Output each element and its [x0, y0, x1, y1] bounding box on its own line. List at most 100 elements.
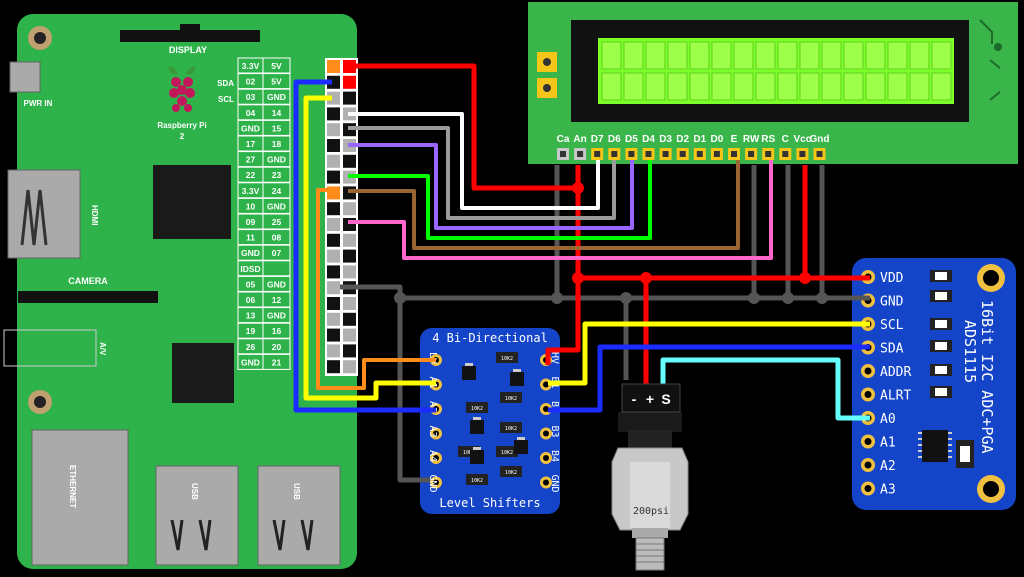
gpio-header-body — [325, 58, 358, 376]
gpio-pin-label: 09 — [246, 217, 256, 227]
ls-resistor — [466, 474, 488, 485]
lcd-char-cell — [667, 72, 688, 101]
adc-pin-label: ALRT — [880, 389, 911, 404]
lcd-pin-label: RS — [761, 134, 775, 145]
gpio-pin-label: 11 — [246, 233, 255, 243]
gpio-pin-label: 04 — [246, 108, 256, 118]
gpio-pin-label: 14 — [272, 108, 282, 118]
ls-mosfet — [462, 366, 476, 380]
lcd-char-cell — [843, 72, 864, 101]
gpio-pin-label: 5V — [271, 61, 282, 71]
gpio-pin — [327, 281, 340, 295]
wire-e — [348, 160, 740, 250]
lcd-char-cell — [777, 72, 798, 101]
lcd-char-cell — [909, 72, 930, 101]
gpio-pin-label: 3.3V — [242, 61, 260, 71]
ls-right-pin-label: GND — [549, 475, 560, 493]
camera-connector — [18, 291, 158, 303]
gpio-pin-label: 05 — [246, 279, 256, 289]
lcd-char-cell — [623, 41, 644, 70]
gpio-pin-label: GND — [267, 155, 286, 165]
lcd-char-cell — [601, 41, 622, 70]
gpio-cell — [262, 322, 291, 339]
gpio-cell — [262, 213, 291, 230]
lcd-char-cell — [755, 41, 776, 70]
lcd-char-cell — [865, 41, 886, 70]
pressure-sensor: 200psi — [611, 412, 689, 571]
sensor-thread — [635, 537, 665, 571]
gpio-pin — [343, 312, 356, 326]
adc-pcb — [852, 258, 1016, 510]
gpio-pin — [343, 202, 356, 216]
adc-chip — [922, 430, 948, 462]
lcd-char-cell — [887, 41, 908, 70]
gpio-pin — [343, 249, 356, 263]
lcd-char-cell — [821, 41, 842, 70]
lcd-char-cell — [887, 72, 908, 101]
raspberry-pi-board: DISPLAY PWR IN Raspberry Pi 2 SDA SCL HD… — [3, 14, 358, 569]
ls-right-pin-label: B2 — [549, 401, 560, 413]
cpu-chip — [153, 165, 231, 239]
gpio-pin — [327, 107, 340, 121]
lcd-char-cell — [623, 72, 644, 101]
gpio-pin-label: 07 — [272, 248, 282, 258]
wire-d5 — [348, 143, 634, 230]
lcd-char-cell — [733, 72, 754, 101]
gpio-pin-label: GND — [267, 92, 286, 102]
gpio-pin — [327, 344, 340, 358]
lcd-char-cell — [843, 41, 864, 70]
gpio-cell — [262, 275, 291, 292]
sensor-terminal-block: - + S — [621, 383, 681, 413]
ls-right-pin-label: B4 — [549, 450, 560, 462]
gpio-pin — [327, 75, 340, 89]
ads1115-board: 16Bit I2C ADC+PGA ADS1115 VDDGNDSCLSDAAD… — [852, 258, 1016, 510]
wire-a0 — [660, 357, 870, 421]
gpio-pin — [343, 154, 356, 168]
gpio-pin-label: 20 — [272, 342, 282, 352]
gpio-pin — [343, 218, 356, 231]
lcd-pin-label: Ca — [557, 134, 570, 145]
lcd-pin-label: D7 — [591, 134, 604, 145]
wire-d7 — [348, 112, 600, 210]
gpio-pin-label: GND — [267, 279, 286, 289]
ls-resistor — [500, 422, 522, 433]
level-shifter-pcb — [420, 328, 560, 514]
gpio-pin-label: 02 — [246, 77, 256, 87]
gpio-pin-label: GND — [267, 201, 286, 211]
gpio-cell — [262, 166, 291, 183]
ls-mosfet — [470, 420, 484, 434]
gpio-pin-label: 03 — [246, 92, 256, 102]
gpio-pin — [343, 360, 356, 374]
ls-resistor — [500, 466, 522, 477]
gpio-cell — [262, 244, 291, 261]
wire-3v3 — [316, 188, 436, 390]
lcd-char-cell — [645, 41, 666, 70]
lcd-char-cell — [711, 41, 732, 70]
gpio-pin — [327, 139, 340, 152]
display-label: DISPLAY — [169, 45, 207, 55]
adc-title: 16Bit I2C ADC+PGA — [978, 300, 996, 454]
power-jack — [9, 61, 41, 93]
gpio-cell — [262, 182, 291, 199]
lcd-char-cell — [909, 41, 930, 70]
usb-port-1 — [155, 465, 239, 566]
gpio-cell — [262, 135, 291, 152]
gpio-cell — [262, 353, 291, 370]
gpio-pin — [343, 344, 356, 358]
lcd-pin-label: An — [573, 134, 586, 145]
adc-pin-label: VDD — [880, 271, 904, 286]
gpio-pin — [327, 218, 340, 231]
gpio-cell — [262, 338, 291, 355]
adc-pin-label: A1 — [880, 436, 896, 451]
gpio-cell — [262, 260, 291, 277]
gpio-pin — [327, 123, 340, 137]
lcd-pin-label: D3 — [659, 134, 672, 145]
lcd-pin-label: Vcc — [794, 134, 812, 145]
hdmi-label: HDMI — [90, 205, 99, 225]
lcd-pin-label: Gnd — [810, 134, 830, 145]
gpio-pin-label: 15 — [272, 123, 282, 133]
ls-resistor — [496, 352, 518, 363]
